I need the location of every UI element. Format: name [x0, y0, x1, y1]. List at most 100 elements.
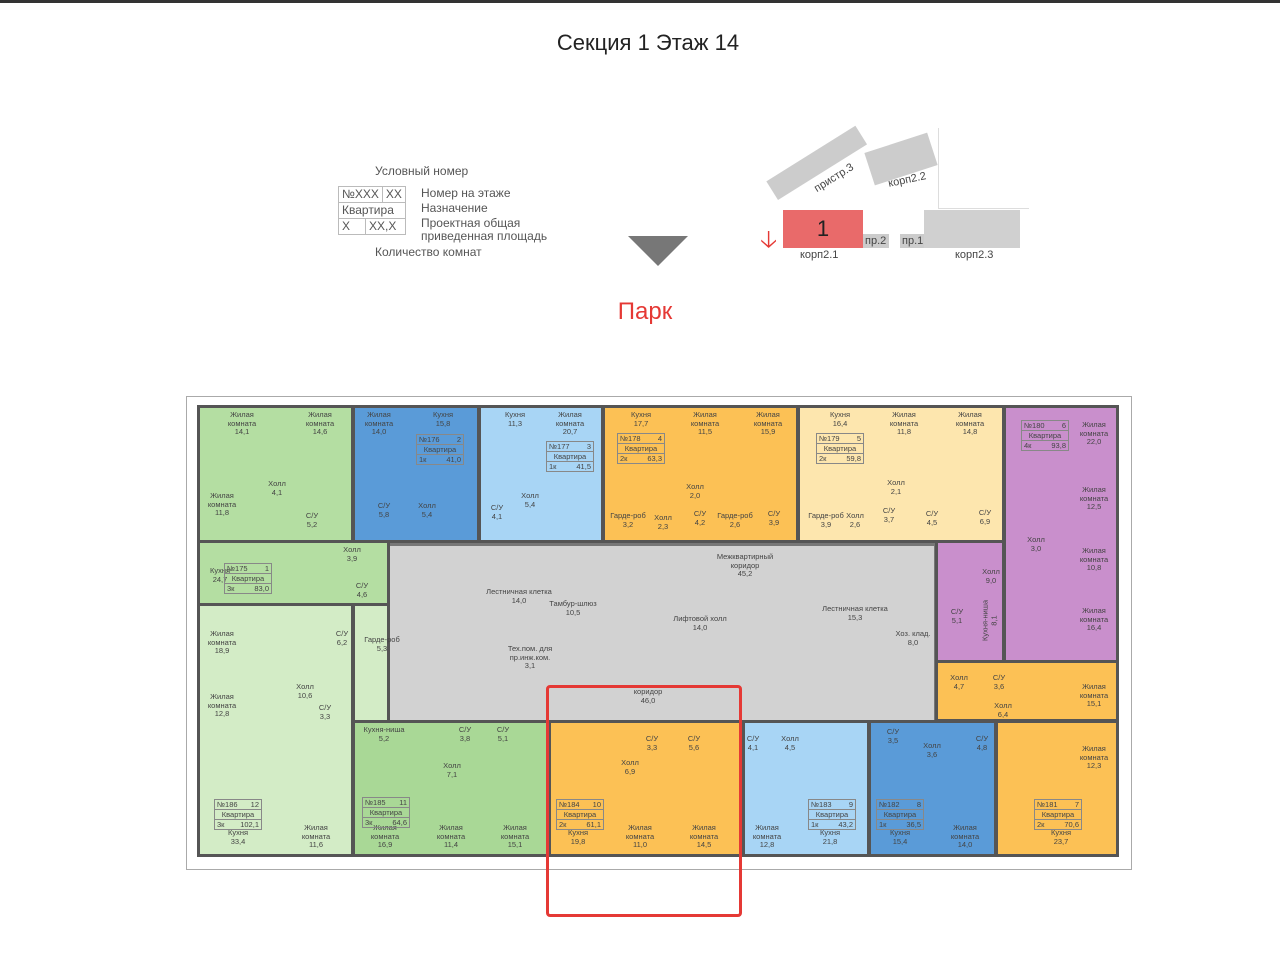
selected-apartment-highlight — [546, 685, 742, 917]
apartment-block[interactable] — [352, 720, 550, 857]
apartment-block[interactable] — [548, 720, 744, 857]
room-name: Жилая комната — [753, 410, 783, 428]
site-boundary — [938, 128, 1029, 209]
room-area: 12,8 — [759, 840, 775, 849]
room-name: Жилая комната — [364, 410, 394, 428]
common-area-label: Хоз. клад.8,0 — [896, 629, 931, 647]
apartment-block[interactable] — [995, 720, 1119, 857]
room-area: 2,1 — [890, 486, 902, 496]
floor-plan — [186, 396, 1132, 870]
room-name: С/У — [335, 629, 349, 638]
room-name: Холл — [521, 491, 539, 500]
room-area: 8,1 — [989, 615, 998, 626]
apartment-rooms: 2к — [1037, 820, 1045, 829]
room-name: Гарде-роб — [717, 511, 753, 520]
room-name: С/У — [975, 734, 989, 743]
room-name: С/У — [886, 727, 900, 736]
apartment-block[interactable] — [197, 603, 354, 857]
legend-area-line2: приведенная площадь — [421, 229, 548, 243]
room-area: 5,6 — [688, 742, 700, 752]
apartment-rooms: 3к — [365, 818, 373, 827]
room-area: 19,8 — [570, 836, 586, 846]
apartment-block[interactable] — [352, 603, 390, 723]
room-name: Жилая комната — [301, 823, 331, 841]
room-name: С/У — [767, 509, 781, 518]
apartment-block[interactable] — [352, 405, 480, 543]
common-area-value: 14,0 — [511, 595, 527, 605]
room-area: 5,3 — [376, 643, 388, 653]
apartment-block[interactable] — [1003, 405, 1119, 663]
apartment-type: Квартира — [883, 810, 917, 819]
common-area-name: Лестничная клетка — [822, 604, 888, 613]
badge-row-type: Квартира — [618, 444, 664, 454]
apartment-block[interactable] — [935, 660, 1119, 722]
apartment-type: Квартира — [221, 810, 255, 819]
apartment-floor-number: 1 — [264, 564, 269, 573]
apartment-type: Квартира — [369, 808, 403, 817]
room-name: Холл — [268, 479, 286, 488]
apartment-block[interactable] — [797, 405, 1005, 543]
room-name: Жилая комната — [207, 692, 237, 710]
apartment-area: 43,2 — [838, 820, 853, 829]
apartment-area: 64,6 — [392, 818, 407, 827]
apartment-number: №179 — [819, 434, 840, 443]
badge-row-type: Квартира — [417, 445, 463, 455]
room-area: 3,9 — [346, 553, 358, 563]
apartment-type: Квартира — [553, 452, 587, 461]
apartment-floor-number: 6 — [1061, 421, 1066, 430]
section-block: 1 — [783, 210, 863, 248]
room-area: 5,4 — [524, 499, 536, 509]
apartment-rooms: 2к — [559, 820, 567, 829]
room-name: Жилая комната — [889, 410, 919, 428]
room-area: 11,8 — [896, 427, 912, 436]
apartment-area: 59,8 — [846, 454, 861, 463]
apartment-floor-number: 2 — [456, 435, 461, 444]
room-name: Кухня — [567, 828, 589, 837]
common-area-value: 15,3 — [847, 612, 863, 622]
apartment-block[interactable] — [197, 405, 354, 543]
apartment-type: Квартира — [563, 810, 597, 819]
badge-row-area: 3к 64,6 — [363, 818, 409, 827]
room-name: С/У — [318, 703, 332, 712]
room-name: Холл — [418, 501, 436, 510]
room-area: 3,9 — [768, 517, 780, 527]
apartment-block[interactable] — [868, 720, 997, 857]
apartment-number: №183 — [811, 800, 832, 809]
common-area-value: 14,0 — [692, 622, 708, 632]
room-name: Кухня — [829, 410, 851, 419]
room-area: 14,0 — [371, 427, 387, 436]
badge-row-type: Квартира — [1022, 431, 1068, 441]
apartment-block[interactable] — [478, 405, 604, 543]
